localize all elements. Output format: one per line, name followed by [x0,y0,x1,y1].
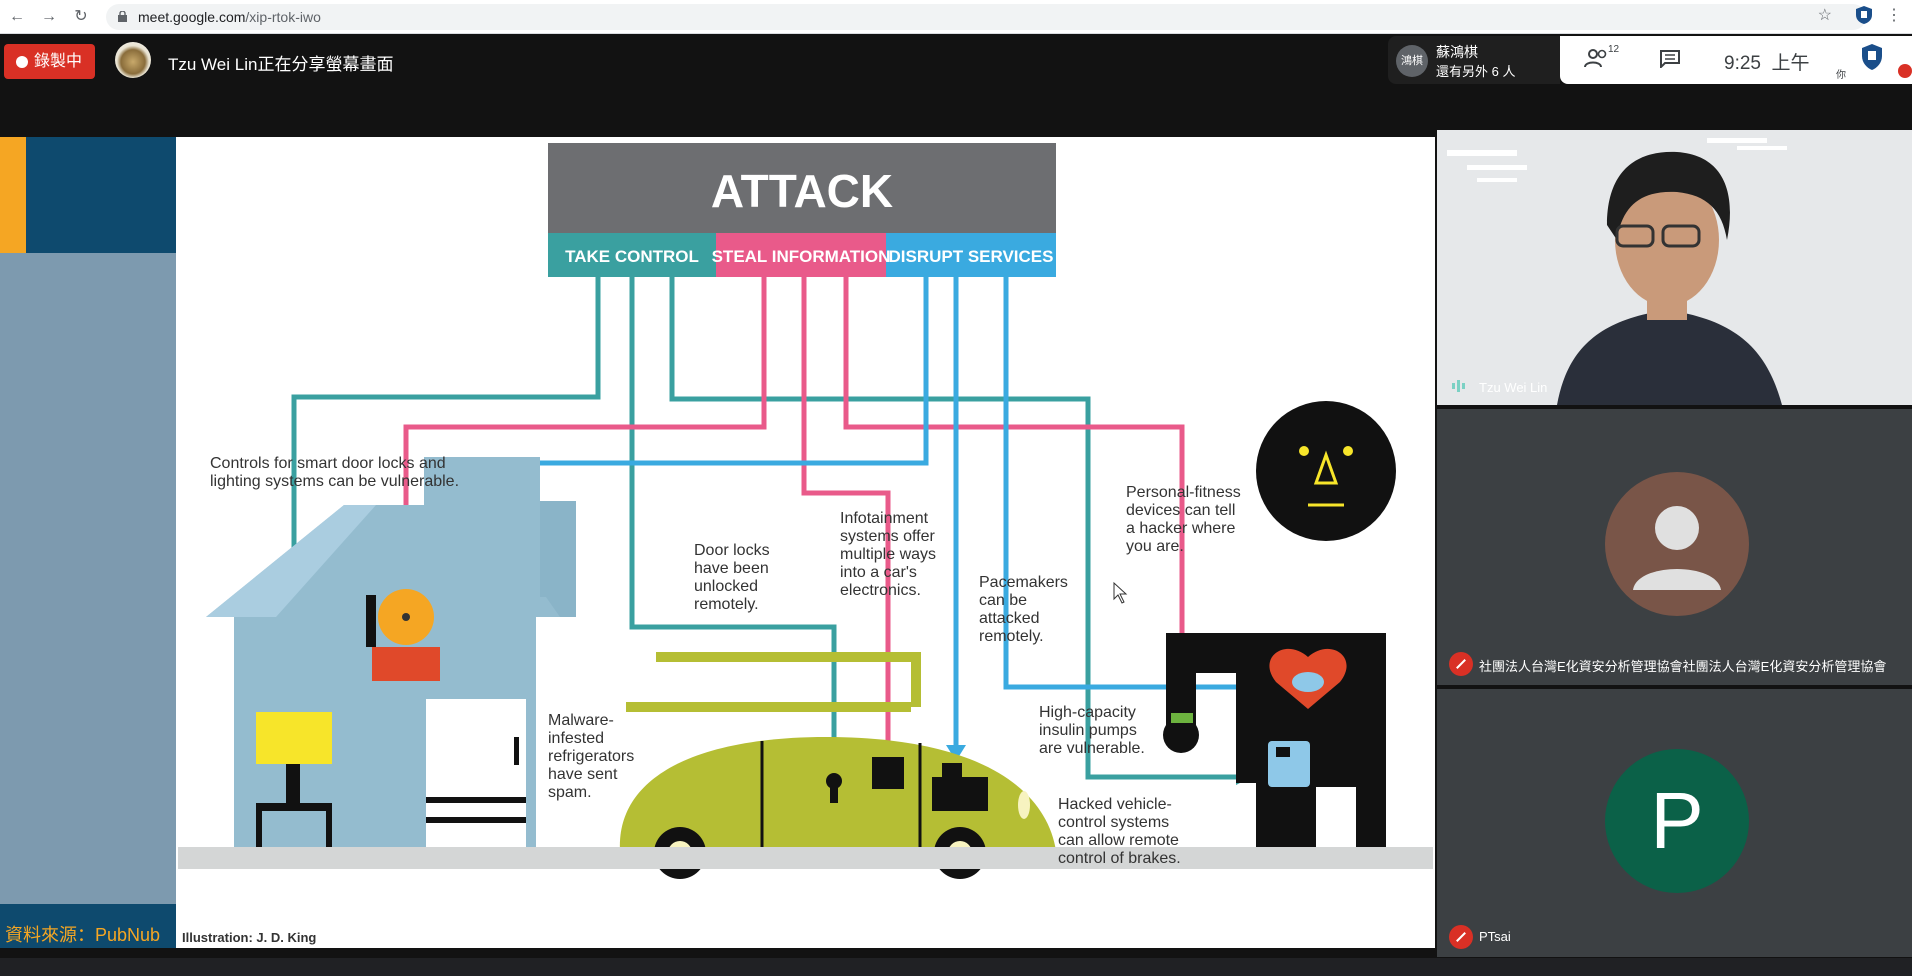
lock-icon [118,11,127,22]
participant-tile-tzu-wei-lin[interactable]: Tzu Wei Lin [1437,130,1912,405]
category-take-control [548,233,716,277]
ground [178,847,1433,869]
caption-line: High-capacity [1039,704,1136,721]
people-icon[interactable] [1584,48,1610,68]
attack-header [548,143,1056,233]
participant-avatar: P [1605,749,1749,893]
caption-line: a hacker where [1126,520,1235,537]
mouse-cursor-icon [1113,581,1128,604]
caption-line: control systems [1058,814,1169,831]
caption-line: electronics. [840,582,921,599]
caption-line: can be [979,592,1027,609]
reload-icon[interactable]: ↻ [74,8,88,25]
mic-off-icon [1449,652,1473,676]
extension-shield-icon[interactable] [1856,6,1872,24]
more-menu-icon[interactable]: ⋮ [1886,7,1902,24]
presenter-status: Tzu Wei Lin正在分享螢幕畫面 [168,55,394,74]
bottom-bar [0,958,1912,976]
caption-line: attacked [979,610,1039,627]
participant-tile-association[interactable]: 社團法人台灣E化資安分析管理協會社團法人台灣E化資安分析管理協會 [1437,409,1912,685]
category-label: DISRUPT SERVICES [888,247,1053,266]
caption-line: lighting systems can be vulnerable. [210,473,459,490]
caption-line: devices can tell [1126,502,1235,519]
slide-footer-block [0,904,176,948]
captions: Controls for smart door locks and lighti… [210,455,1241,867]
caption-line: refrigerators [548,748,634,765]
caption-line: Pacemakers [979,574,1068,591]
caption-line: you are. [1126,538,1184,555]
caption-line: have been [694,560,769,577]
recording-label: 錄製中 [34,53,83,70]
caption-line: control of brakes. [1058,850,1181,867]
category-steal-information [716,233,886,277]
caption-line: remotely. [694,596,759,613]
participant-name: PTsai [1479,929,1511,944]
caption-line: infested [548,730,604,747]
caption-line: are vulnerable. [1039,740,1145,757]
shared-screen: 資料來源：PubNub Illustration: J. D. King ATT… [0,137,1435,948]
self-mic-off-icon [1898,64,1912,78]
others-count: 還有另外 6 人 [1436,64,1516,79]
car-illustration [619,652,1056,879]
caption-line: remotely. [979,628,1044,645]
presenter-avatar [115,42,151,78]
participant-tile-ptsai[interactable]: P PTsai [1437,689,1912,957]
caption-line: insulin pumps [1039,722,1137,739]
caption-line: systems offer [840,528,936,545]
caption-line: have sent [548,766,618,783]
slide-accent-bar [0,137,26,253]
attack-diagram: ATTACK TAKE CONTROL STEAL INFORMATION DI… [178,143,1433,879]
browser-toolbar: ← → ↻ meet.google.com/xip-rtok-iwo ☆ ⋮ [0,0,1912,34]
caption-line: Personal-fitness [1126,484,1241,501]
meet-top-bar: 錄製中 Tzu Wei Lin正在分享螢幕畫面 鴻棋 蘇鴻棋 還有另外 6 人 … [0,34,1912,90]
bookmark-star-icon[interactable]: ☆ [1817,7,1832,24]
participant-name: 社團法人台灣E化資安分析管理協會社團法人台灣E化資安分析管理協會 [1479,659,1887,674]
caption-line: unlocked [694,578,758,595]
self-avatar-shield-icon[interactable] [1862,44,1882,70]
participant-avatar [1605,472,1749,616]
category-disrupt-services [886,233,1056,277]
slide-header-block [26,137,176,253]
back-icon[interactable]: ← [9,8,25,25]
speaking-indicator-icon [1452,380,1465,392]
meeting-clock: 9:25 上午 [1724,53,1810,74]
people-count: 12 [1608,44,1620,55]
mic-off-icon [1449,925,1473,949]
attack-title: ATTACK [711,165,893,217]
forward-icon[interactable]: → [41,8,57,25]
participant-name: Tzu Wei Lin [1479,380,1548,395]
category-label: TAKE CONTROL [565,247,699,266]
participants-chip[interactable]: 鴻棋 蘇鴻棋 還有另外 6 人 [1388,36,1560,84]
video-feed [1437,130,1912,405]
caption-line: multiple ways [840,546,936,563]
caption-line: Hacked vehicle- [1058,796,1172,813]
category-label: STEAL INFORMATION [712,247,891,266]
participant-avatar: 鴻棋 [1396,45,1428,77]
self-label: 你 [1836,70,1846,81]
caption-line: can allow remote [1058,832,1179,849]
caption-line: into a car's [840,564,917,581]
chat-icon[interactable] [1660,50,1680,68]
person-illustration [1163,401,1396,847]
caption-line: Controls for smart door locks and [210,455,446,472]
caption-line: Door locks [694,542,770,559]
url-text: meet.google.com/xip-rtok-iwo [138,9,321,25]
source-label: 資料來源：PubNub [5,925,161,945]
caption-line: spam. [548,784,592,801]
recording-dot-icon [16,56,28,68]
caption-line: Malware- [548,712,614,729]
connector-lines [291,277,1292,780]
meet-controls-panel: 12 9:25 上午 你 [1560,36,1912,84]
address-bar[interactable]: meet.google.com/xip-rtok-iwo [106,4,1866,30]
participant-name: 蘇鴻棋 [1436,44,1478,60]
house-illustration [206,457,576,847]
illustration-credit: Illustration: J. D. King [182,930,317,945]
recording-badge: 錄製中 [4,44,95,79]
default-person-icon [1633,506,1721,590]
slide-sidebar [0,137,176,948]
caption-line: Infotainment [840,510,929,527]
